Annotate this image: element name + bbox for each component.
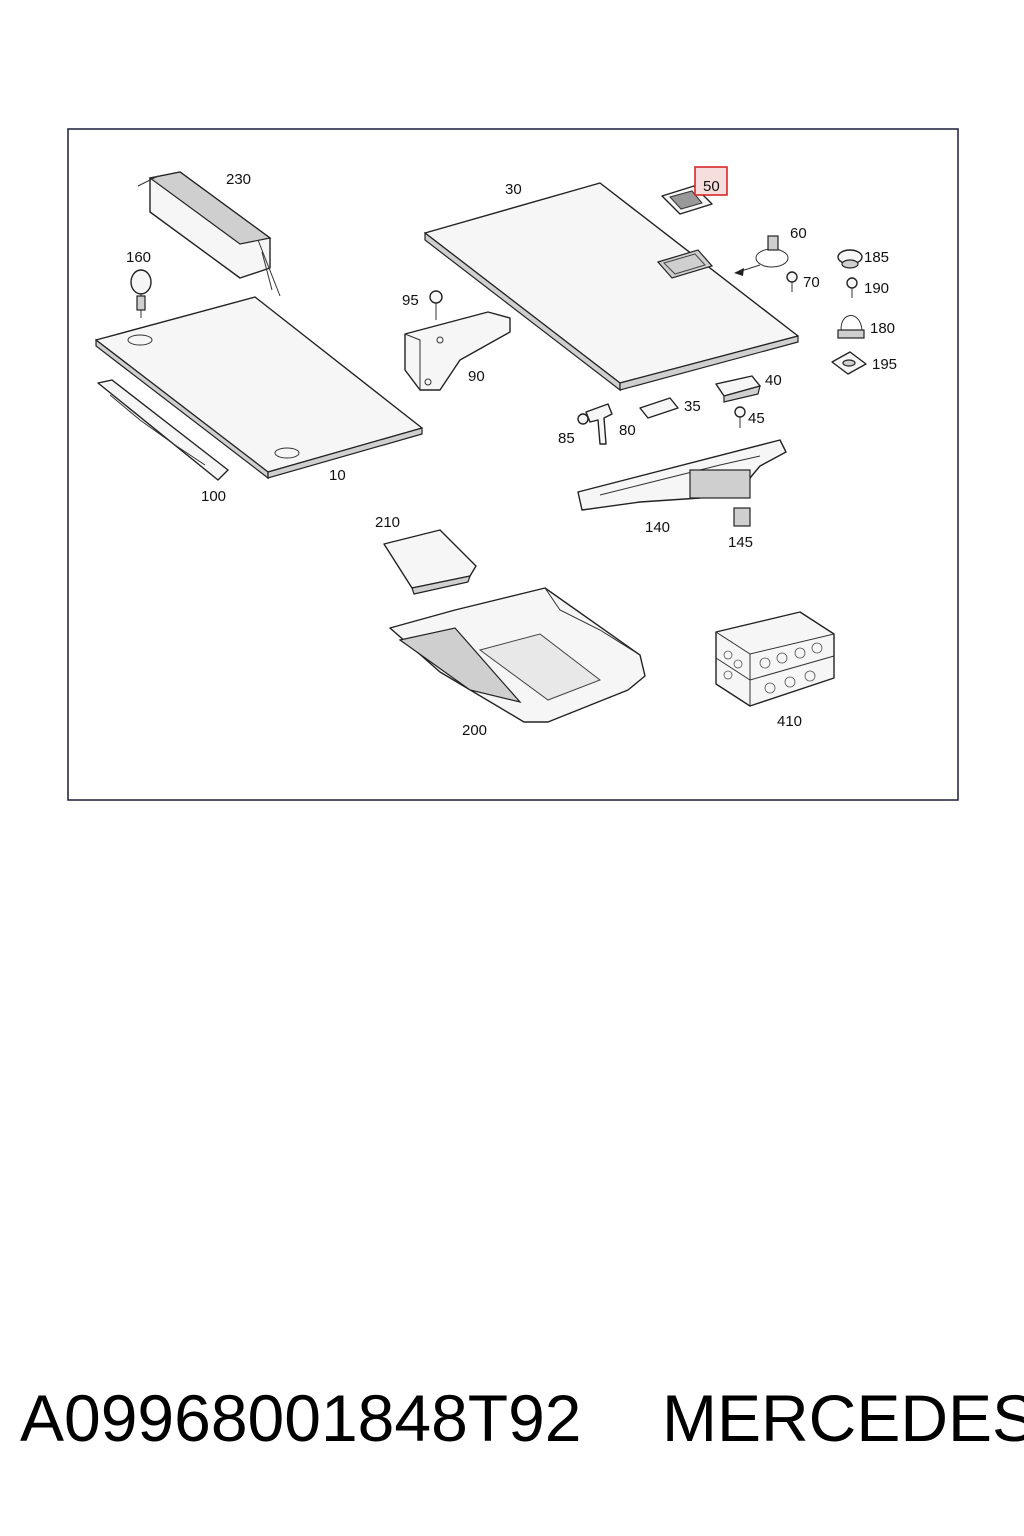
part-70-screw xyxy=(786,271,798,292)
part-30-cover-panel xyxy=(424,182,799,392)
part-45-screw xyxy=(734,406,746,428)
part-195-plate xyxy=(831,351,867,375)
part-230-storage-box xyxy=(137,171,281,297)
callout-85[interactable]: 85 xyxy=(558,430,575,447)
footer: A09968001848T92 MERCEDES xyxy=(0,1380,1024,1470)
callout-50[interactable]: 50 xyxy=(703,178,720,195)
highlight-box-50 xyxy=(694,166,728,196)
diagram-frame xyxy=(67,128,959,801)
part-180-hook xyxy=(837,315,865,339)
part-40-latch xyxy=(715,375,761,403)
callout-30[interactable]: 30 xyxy=(505,181,522,198)
part-100-rail xyxy=(97,379,229,481)
part-60-cable xyxy=(734,235,789,276)
callout-40[interactable]: 40 xyxy=(765,372,782,389)
callout-45[interactable]: 45 xyxy=(748,410,765,427)
part-185-clip xyxy=(837,249,863,269)
callout-35[interactable]: 35 xyxy=(684,398,701,415)
callout-90[interactable]: 90 xyxy=(468,368,485,385)
callout-100[interactable]: 100 xyxy=(201,488,226,505)
brand-name: MERCEDES xyxy=(662,1381,1024,1455)
callout-195[interactable]: 195 xyxy=(872,356,897,373)
callout-140[interactable]: 140 xyxy=(645,519,670,536)
part-80-bracket xyxy=(585,403,613,445)
callout-230[interactable]: 230 xyxy=(226,171,251,188)
part-410-crate xyxy=(715,611,835,707)
part-85-nut xyxy=(577,413,589,425)
part-10-floor-panel xyxy=(95,296,423,480)
callout-190[interactable]: 190 xyxy=(864,280,889,297)
part-200-storage-tub xyxy=(389,587,646,723)
callout-410[interactable]: 410 xyxy=(777,713,802,730)
part-90-bracket xyxy=(404,311,511,391)
callout-200[interactable]: 200 xyxy=(462,722,487,739)
part-145-block xyxy=(733,507,751,527)
parts-diagram: 230 30 50 160 60 185 95 70 190 180 90 19… xyxy=(67,128,959,801)
part-95-screw xyxy=(429,290,443,320)
callout-70[interactable]: 70 xyxy=(803,274,820,291)
part-210-tray xyxy=(383,529,477,595)
callout-10[interactable]: 10 xyxy=(329,467,346,484)
callout-95[interactable]: 95 xyxy=(402,292,419,309)
part-140-beam xyxy=(577,439,787,511)
callout-60[interactable]: 60 xyxy=(790,225,807,242)
callout-180[interactable]: 180 xyxy=(870,320,895,337)
callout-145[interactable]: 145 xyxy=(728,534,753,551)
part-190-screw xyxy=(846,277,858,298)
part-35-clip xyxy=(639,397,679,419)
callout-80[interactable]: 80 xyxy=(619,422,636,439)
callout-160[interactable]: 160 xyxy=(126,249,151,266)
callout-185[interactable]: 185 xyxy=(864,249,889,266)
part-number: A09968001848T92 xyxy=(20,1381,582,1455)
callout-210[interactable]: 210 xyxy=(375,514,400,531)
part-160-lashing-eye xyxy=(130,269,152,318)
